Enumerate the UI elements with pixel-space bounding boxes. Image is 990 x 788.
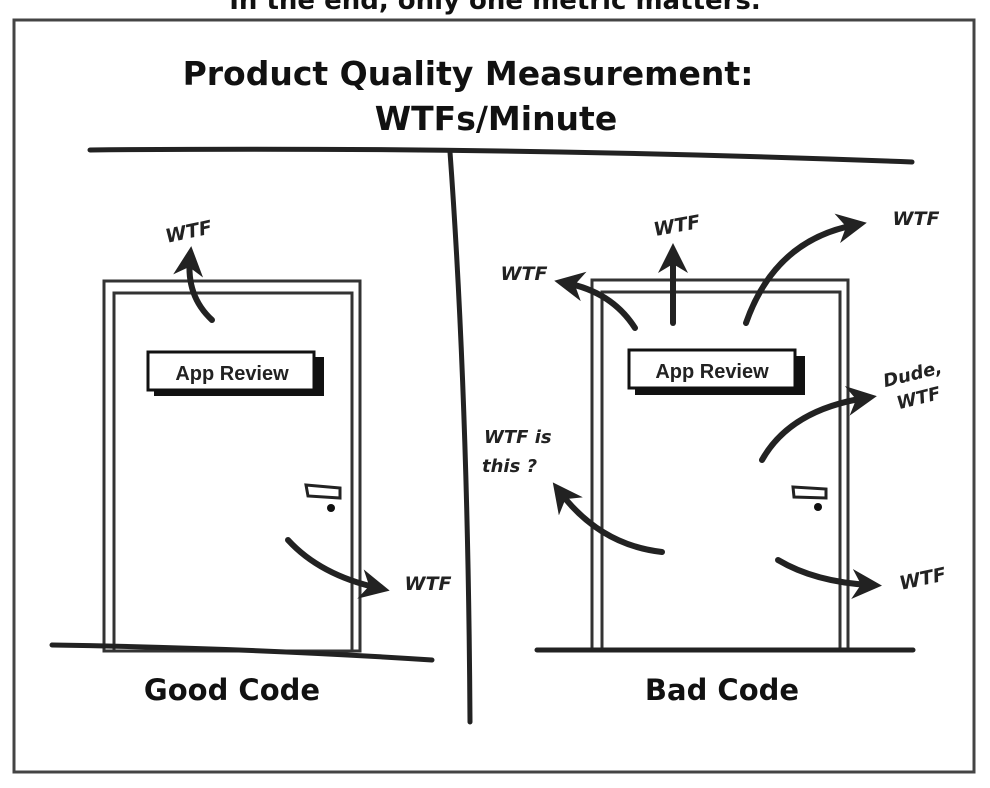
exclamation-wtf: WTF bbox=[405, 573, 452, 595]
sign-label: App Review bbox=[655, 361, 769, 383]
panel-divider bbox=[447, 149, 473, 725]
app-review-sign-left: App Review bbox=[146, 350, 324, 396]
door-handle-left bbox=[304, 483, 342, 512]
app-review-sign-right: App Review bbox=[627, 348, 805, 395]
arrow-icon bbox=[554, 271, 638, 331]
arrow-icon bbox=[552, 482, 665, 555]
top-caption: In the end, only one metric matters. bbox=[229, 0, 761, 16]
arrow-icon bbox=[759, 386, 877, 463]
sign-label: App Review bbox=[175, 363, 289, 385]
arrow-icon bbox=[743, 213, 867, 326]
title-line-2: WTFs/Minute bbox=[375, 99, 617, 138]
exclamation-wtf: WTF bbox=[893, 208, 940, 230]
arrow-icon bbox=[285, 537, 390, 599]
bad-code-panel: App Review WTF WTF WTF Dude, WTF WTF is … bbox=[482, 208, 948, 707]
title-line-1: Product Quality Measurement: bbox=[183, 54, 754, 93]
panel-label-bad-code: Bad Code bbox=[645, 673, 799, 707]
exclamation-wtf: WTF bbox=[501, 263, 548, 285]
door-handle-right bbox=[791, 485, 828, 511]
floor-line-left bbox=[49, 642, 435, 663]
arrow-icon bbox=[775, 557, 882, 599]
arrow-icon bbox=[173, 246, 215, 323]
exclamation-wtf-is: WTF is bbox=[484, 427, 552, 448]
good-code-panel: App Review WTF WTF Good Code bbox=[49, 216, 452, 707]
panel-label-good-code: Good Code bbox=[144, 673, 320, 707]
exclamation-this: this ? bbox=[482, 456, 537, 477]
title-divider bbox=[87, 146, 915, 165]
